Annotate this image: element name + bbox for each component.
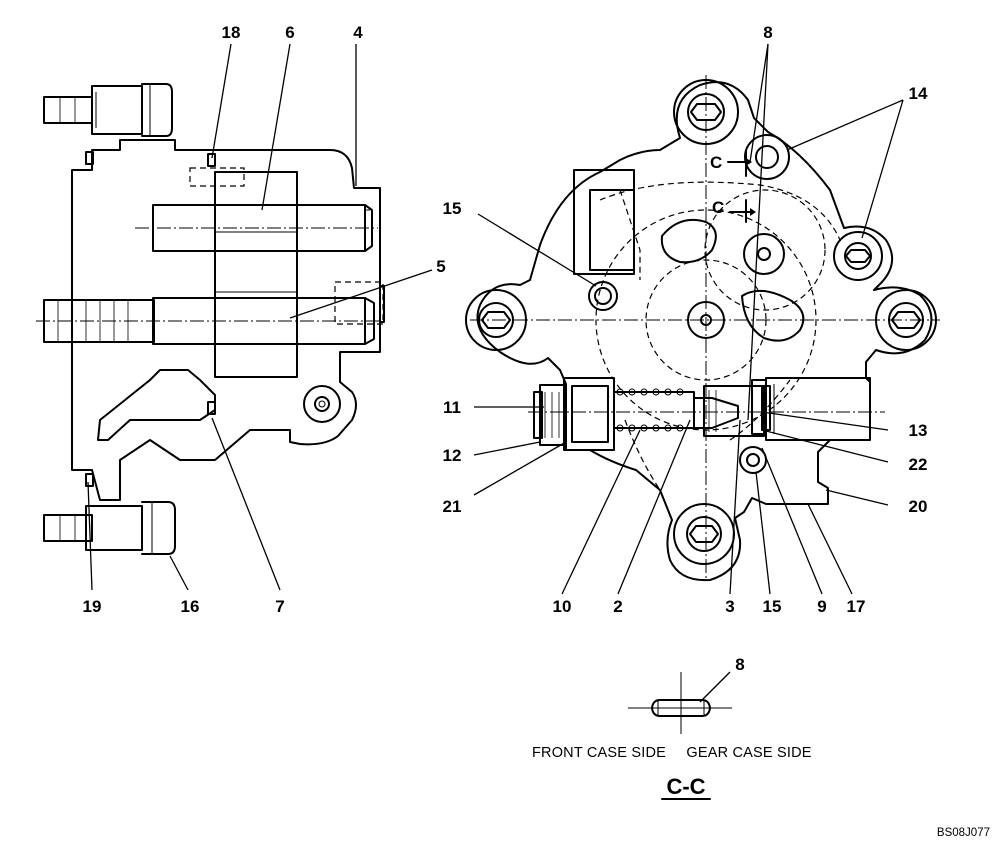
callout-13: 13 xyxy=(909,421,928,440)
callout-2: 2 xyxy=(613,597,622,616)
upper-bolt xyxy=(43,83,173,137)
drawing-code: BS08J077 xyxy=(937,827,990,839)
front-view: C C xyxy=(465,75,940,582)
callout-5: 5 xyxy=(436,257,445,276)
callout-20: 20 xyxy=(909,497,928,516)
lower-bolt xyxy=(43,501,176,555)
section-mark-c-upper: C xyxy=(710,153,722,172)
callout-18: 18 xyxy=(222,23,241,42)
callout-15-left: 15 xyxy=(443,199,462,218)
relief-valve xyxy=(533,377,771,451)
callout-9: 9 xyxy=(817,597,826,616)
leader-lines xyxy=(87,43,904,595)
callout-3: 3 xyxy=(725,597,734,616)
callout-4: 4 xyxy=(353,23,363,42)
gear-case-side-label: GEAR CASE SIDE xyxy=(686,745,811,761)
section-mark-c-lower: C xyxy=(712,198,724,217)
callout-12: 12 xyxy=(443,446,462,465)
callout-11: 11 xyxy=(443,398,461,417)
bolt-14-lower xyxy=(833,231,883,281)
callout-8: 8 xyxy=(763,23,772,42)
callout-16: 16 xyxy=(181,597,200,616)
bolt-14-upper xyxy=(744,134,790,180)
callout-numbers: 18 6 4 5 19 16 7 8 14 15 11 12 21 13 22 … xyxy=(83,23,928,616)
callout-19: 19 xyxy=(83,597,102,616)
front-case-side-label: FRONT CASE SIDE xyxy=(532,745,666,761)
callout-22: 22 xyxy=(909,455,928,474)
callout-15-bottom: 15 xyxy=(763,597,782,616)
callout-14: 14 xyxy=(909,84,928,103)
side-view xyxy=(36,83,385,555)
callout-17: 17 xyxy=(847,597,866,616)
callout-7: 7 xyxy=(275,597,284,616)
callout-10: 10 xyxy=(553,597,572,616)
section-title: C-C xyxy=(666,774,705,799)
lug-bolt-bottom xyxy=(673,503,735,565)
section-detail-c-c: 8 FRONT CASE SIDE GEAR CASE SIDE C-C xyxy=(532,655,812,800)
callout-8-detail: 8 xyxy=(735,655,744,674)
spring-coils xyxy=(616,388,684,432)
callout-6: 6 xyxy=(285,23,294,42)
callout-21: 21 xyxy=(443,497,462,516)
lug-bolt-top xyxy=(673,79,739,145)
